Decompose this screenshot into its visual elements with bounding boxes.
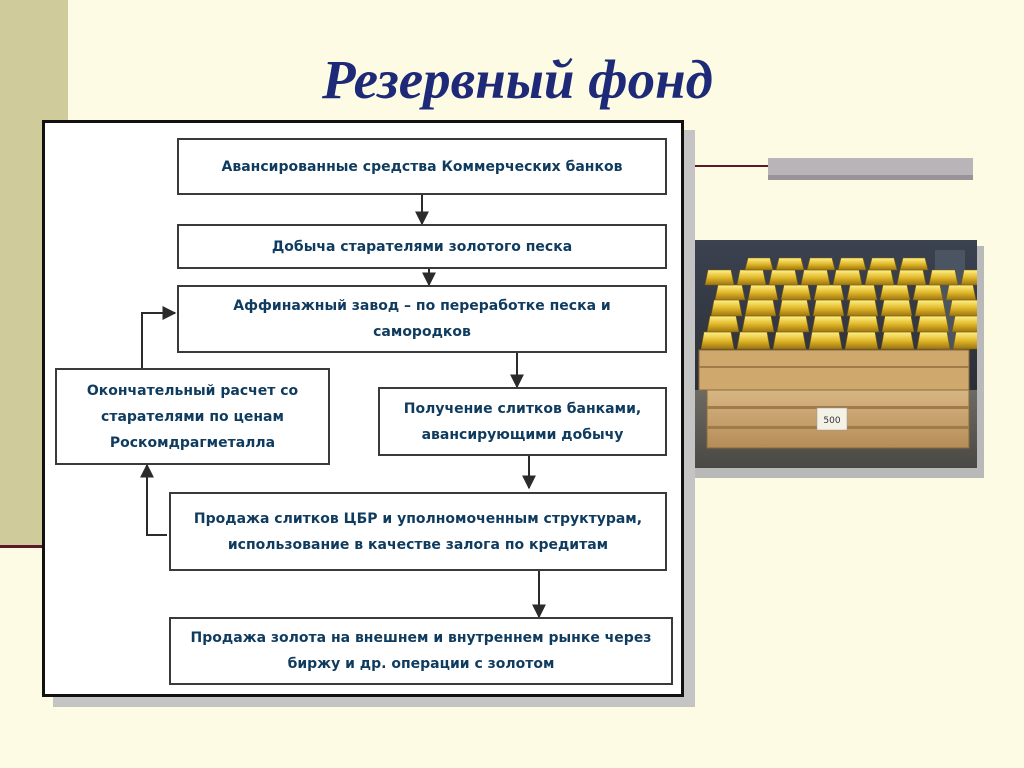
flow-box-banks-receive-ingots: Получение слитков банками, авансирующими…: [378, 387, 667, 456]
pallet-tag: 500: [823, 416, 840, 426]
gold-bar: [880, 299, 913, 317]
gold-bar: [806, 257, 836, 271]
gold-bar: [832, 269, 863, 286]
flow-box-final-settlement: Окончательный расчет со старателями по ц…: [55, 368, 330, 465]
gold-bar: [864, 269, 895, 286]
gold-bar: [714, 284, 746, 301]
gold-bar: [744, 299, 777, 317]
gold-bar: [736, 269, 767, 286]
gold-bar: [846, 299, 879, 317]
gold-bar: [747, 284, 779, 301]
gold-bar: [844, 331, 879, 350]
flow-box-gold-market-sale: Продажа золота на внешнем и внутреннем р…: [169, 617, 673, 685]
gold-bar: [846, 315, 880, 333]
gold-bar: [896, 269, 927, 286]
gold-bar: [778, 299, 811, 317]
flow-diagram: Авансированные средства Коммерческих бан…: [42, 120, 684, 697]
gold-bar: [775, 257, 805, 271]
gold-bar: [710, 299, 743, 317]
gold-bar: [700, 331, 735, 350]
gold-bar: [811, 315, 845, 333]
flow-box-bank-advances: Авансированные средства Коммерческих бан…: [177, 138, 667, 195]
gold-bar: [741, 315, 775, 333]
title-decor-bar: [768, 158, 973, 180]
gold-bar: [868, 257, 898, 271]
gold-bar: [837, 257, 867, 271]
gold-bar: [916, 315, 950, 333]
gold-bar: [808, 331, 843, 350]
gold-bar: [912, 284, 944, 301]
gold-bar: [706, 315, 740, 333]
gold-bar: [951, 315, 977, 333]
gold-bar: [704, 269, 735, 286]
gold-bar: [952, 331, 977, 350]
gold-bar: [776, 315, 810, 333]
gold-bar: [880, 331, 915, 350]
gold-bar: [813, 284, 845, 301]
slide-title: Резервный фонд: [322, 49, 713, 110]
gold-bar: [948, 299, 977, 317]
gold-bar: [800, 269, 831, 286]
gold-bar: [914, 299, 947, 317]
gold-bar: [916, 331, 951, 350]
gold-bar: [744, 257, 774, 271]
gold-bar: [780, 284, 812, 301]
gold-bar: [928, 269, 959, 286]
gold-bars-illustration: 500: [685, 240, 977, 468]
arrow-b4-b3: [141, 306, 177, 368]
flow-box-refinery: Аффинажный завод – по переработке песка …: [177, 285, 667, 353]
gold-bar: [879, 284, 911, 301]
gold-bar: [899, 257, 929, 271]
gold-bars-photo: 500: [685, 240, 977, 468]
title-decor-rule: [686, 165, 770, 167]
flow-box-sale-to-cbr: Продажа слитков ЦБР и уполномоченным стр…: [169, 492, 667, 571]
left-decor-rule: [0, 545, 48, 548]
flow-connectors: [140, 195, 546, 619]
gold-bar-stack: [700, 257, 977, 350]
gold-bar: [736, 331, 771, 350]
gold-bar: [960, 269, 977, 286]
gold-bar: [768, 269, 799, 286]
arrow-b6-b4: [140, 463, 167, 536]
gold-bar: [846, 284, 878, 301]
gold-bar: [812, 299, 845, 317]
gold-bar: [945, 284, 977, 301]
flow-box-gold-sand-mining: Добыча старателями золотого песка: [177, 224, 667, 269]
gold-bar: [881, 315, 915, 333]
gold-bar: [772, 331, 807, 350]
